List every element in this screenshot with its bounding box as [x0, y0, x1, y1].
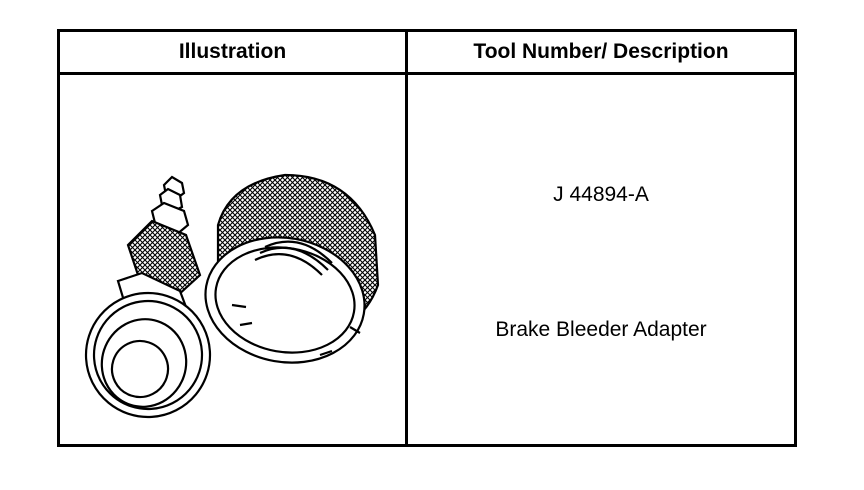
- tool-description: Brake Bleeder Adapter: [495, 318, 707, 341]
- description-cell: J 44894-A Brake Bleeder Adapter: [408, 75, 794, 444]
- brake-bleeder-adapter-icon: [84, 173, 380, 419]
- bleeder-fitting-icon: [84, 175, 212, 419]
- illustration-cell: [60, 75, 405, 444]
- header-illustration: Illustration: [178, 40, 287, 63]
- header-tool-description: Tool Number/ Description: [473, 40, 729, 63]
- column-divider: [405, 32, 408, 444]
- knurled-cap-icon: [204, 173, 380, 364]
- header-divider: [60, 72, 794, 75]
- tool-table: Illustration Tool Number/ Description: [57, 29, 797, 447]
- tool-number: J 44894-A: [553, 183, 649, 206]
